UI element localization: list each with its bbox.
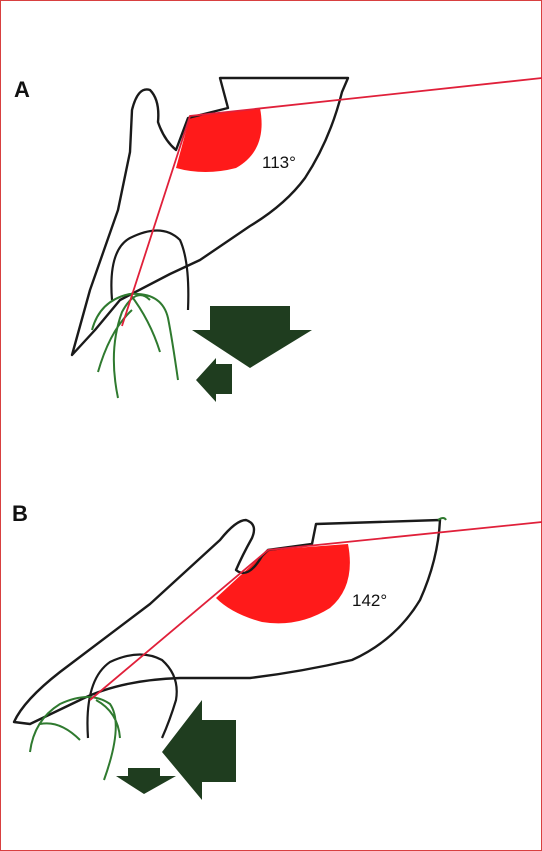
panel-a: A 113°: [14, 76, 542, 402]
panel-b-angle-value: 142°: [352, 591, 387, 610]
panel-b-small-arrow: [116, 768, 176, 794]
panel-b-angle-sector: [216, 544, 350, 624]
panel-a-angle-sector: [176, 108, 262, 172]
panel-a-bone-outline: [70, 76, 350, 357]
panel-b: B 142°: [12, 501, 542, 800]
panel-b-large-arrow: [162, 700, 236, 800]
panel-a-angle-value: 113°: [262, 153, 296, 172]
panel-a-label: A: [14, 77, 30, 102]
panel-a-root-lines: [91, 292, 179, 399]
panel-a-tooth-outline: [110, 229, 190, 311]
panel-a-small-arrow: [196, 358, 232, 402]
panel-b-reference-line: [89, 521, 542, 701]
panel-b-bone-outline: [12, 518, 442, 726]
panel-a-large-arrow: [192, 306, 312, 368]
panel-a-reference-line: [121, 77, 542, 327]
panel-b-label: B: [12, 501, 28, 526]
panel-b-tooth-outline: [86, 653, 178, 739]
